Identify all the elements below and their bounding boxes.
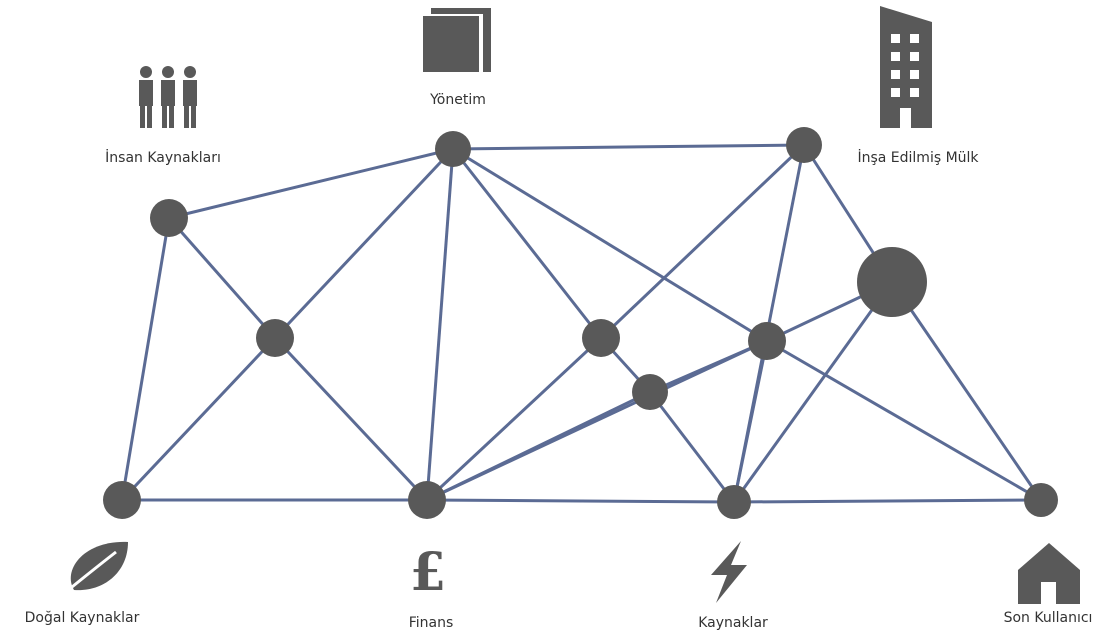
node-n5 — [582, 319, 620, 357]
edge-mgmt-n5 — [451, 148, 603, 339]
pound-icon: £ — [410, 542, 446, 603]
book-icon — [423, 8, 491, 74]
edge-n6-res — [732, 340, 769, 503]
edge-hr-n4 — [167, 217, 277, 339]
natural-resources-label: Doğal Kaynaklar — [24, 610, 140, 626]
edge-big-end — [890, 281, 1043, 501]
node-hr — [150, 199, 188, 237]
edge-n5-fin — [425, 336, 603, 502]
node-n6 — [748, 322, 786, 360]
people-icon — [139, 66, 197, 128]
edge-n6-fin — [426, 339, 768, 502]
house-icon — [1018, 543, 1080, 604]
edge-hr-nat — [120, 217, 171, 501]
node-n4 — [256, 319, 294, 357]
management-label: Yönetim — [430, 92, 486, 108]
human-resources-label: İnsan Kaynakları — [105, 150, 221, 166]
edge-n4-mgmt — [273, 147, 455, 340]
edge-bp-n5 — [599, 143, 806, 340]
node-bp — [786, 127, 822, 163]
edge-nat-n4 — [120, 336, 277, 502]
node-n8 — [632, 374, 668, 410]
lightning-icon — [711, 541, 747, 603]
node-fin — [408, 481, 446, 519]
built-property-label: İnşa Edilmiş Mülk — [857, 150, 979, 166]
node-nat — [103, 481, 141, 519]
building-icon — [880, 6, 932, 128]
node-end — [1024, 483, 1058, 517]
edge-n6-end — [766, 339, 1042, 502]
finance-label: Finans — [408, 615, 454, 631]
node-big — [857, 247, 927, 317]
edge-big-res — [732, 281, 894, 503]
edge-mgmt-fin — [425, 148, 455, 501]
node-mgmt — [435, 131, 471, 167]
end-user-label: Son Kullanıcı — [1003, 610, 1093, 626]
edge-mgmt-n6 — [452, 147, 768, 343]
node-res — [717, 485, 751, 519]
edge-mgmt-bp — [452, 143, 805, 151]
edge-hr-mgmt — [168, 147, 454, 220]
edge-n8-res — [648, 391, 736, 503]
resources-label: Kaynaklar — [698, 615, 768, 631]
leaf-icon — [55, 541, 128, 602]
edge-n4-fin — [273, 336, 429, 502]
edge-fin-res — [426, 498, 735, 504]
edge-res-end — [733, 498, 1042, 504]
